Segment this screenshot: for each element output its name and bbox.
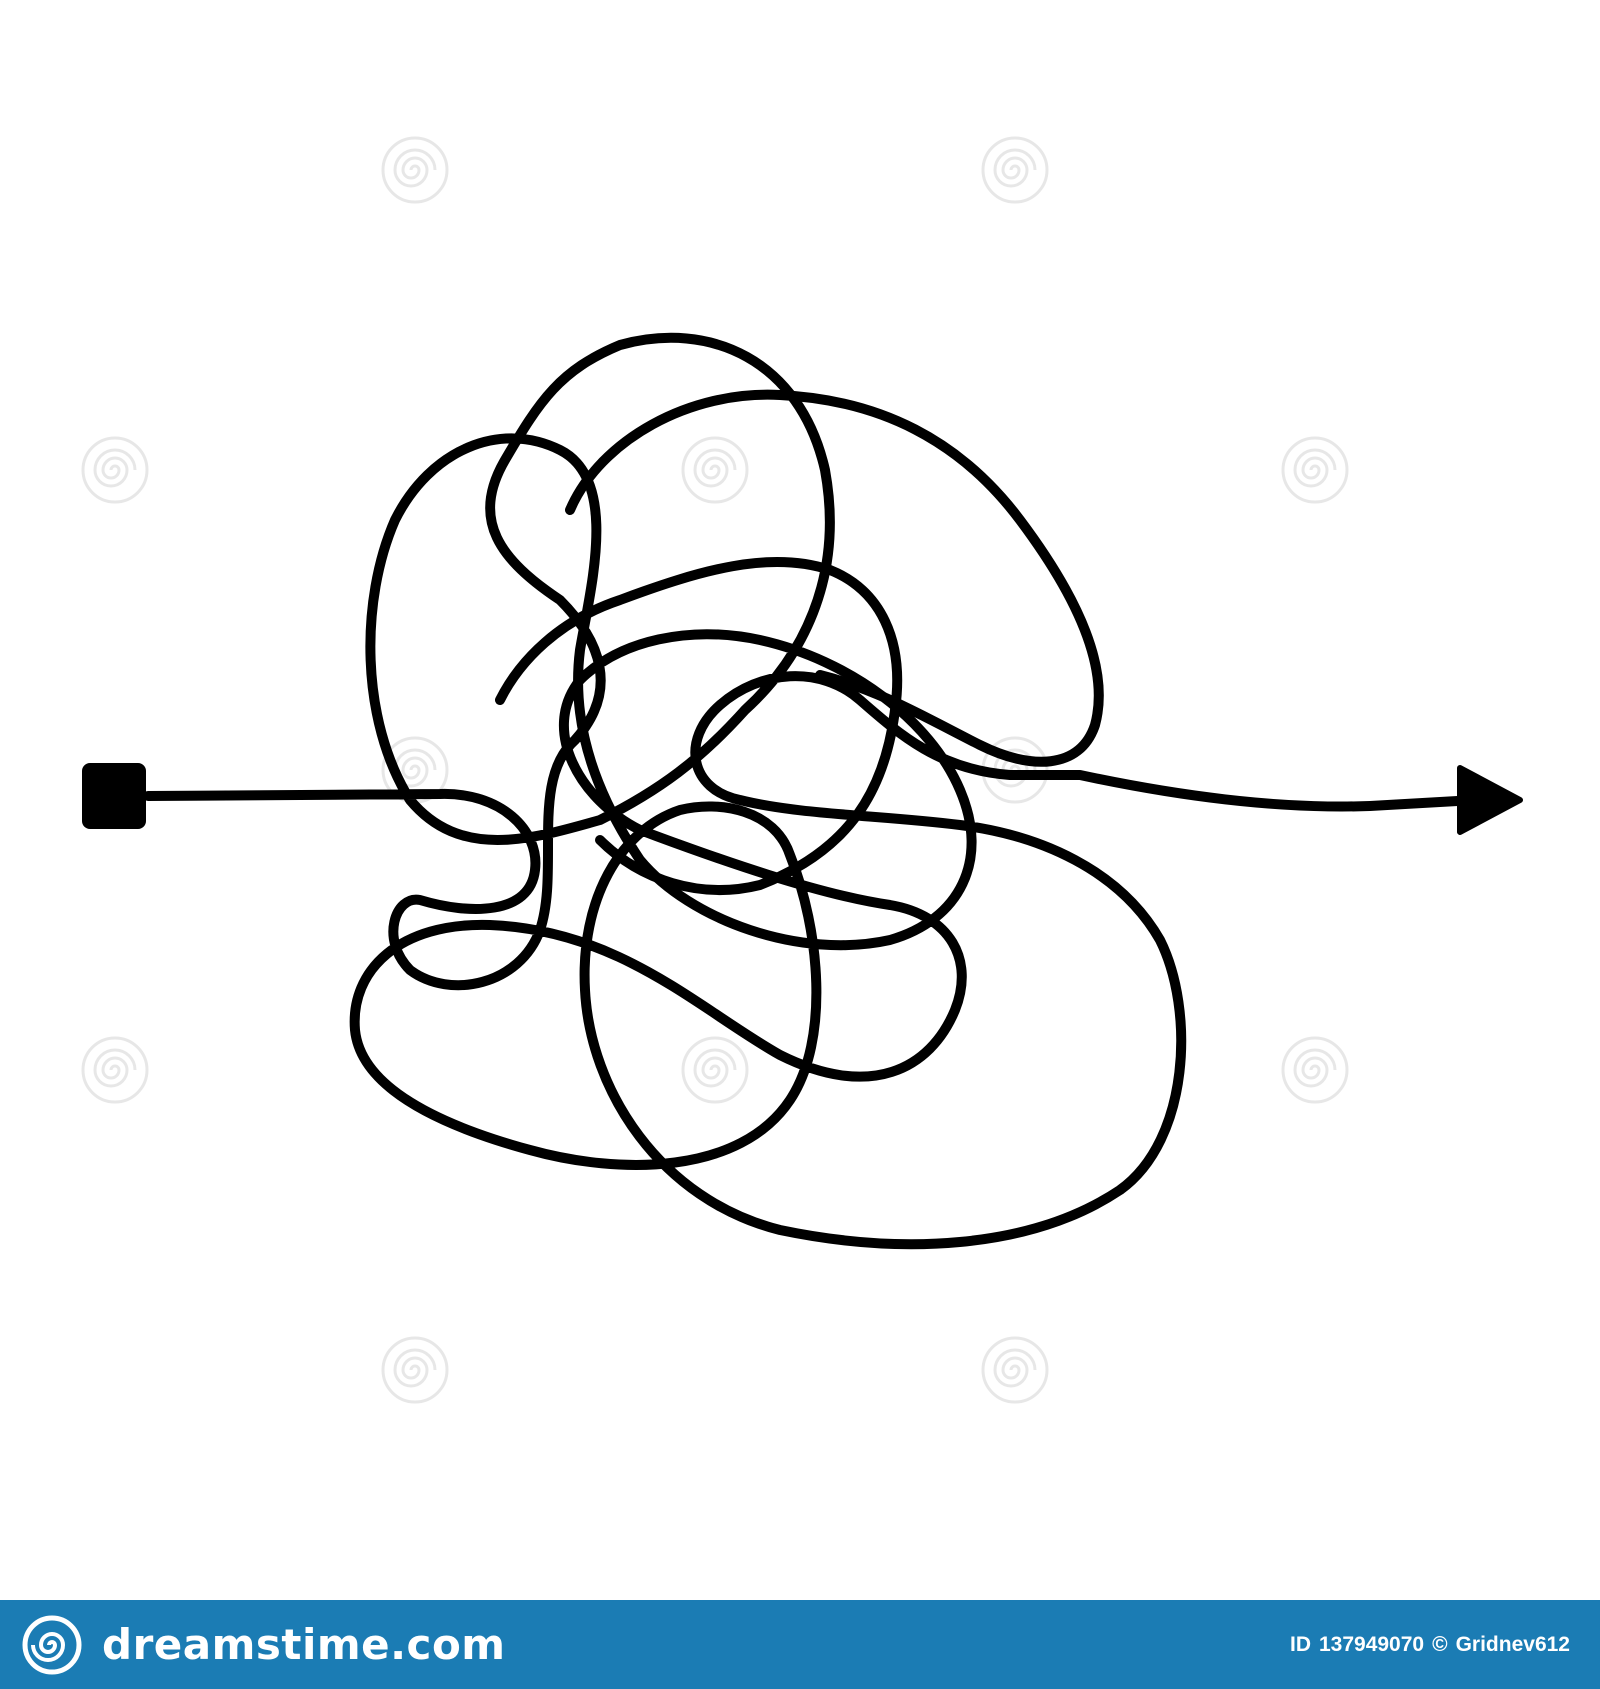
id-value: 137949070 <box>1318 1632 1425 1656</box>
watermark-swirls <box>81 136 1349 1404</box>
watermark-swirl-icon <box>1281 436 1349 504</box>
watermark-swirl-icon <box>81 1036 149 1104</box>
author-name: Gridnev612 <box>1455 1632 1570 1656</box>
image-credit: ID 137949070 © Gridnev612 <box>1290 1633 1570 1657</box>
watermark-swirl-icon <box>1281 1036 1349 1104</box>
watermark-swirl-icon <box>81 436 149 504</box>
watermark-swirl-icon <box>981 136 1049 204</box>
id-label: ID <box>1289 1632 1311 1656</box>
watermark-swirl-icon <box>381 136 449 204</box>
triangle-arrowhead-icon <box>1457 765 1523 835</box>
watermark-swirl-icon <box>381 1336 449 1404</box>
footer-banner: dreamstime.com ID 137949070 © Gridnev612 <box>0 1600 1600 1689</box>
watermark-swirl-icon <box>681 436 749 504</box>
tangled-line <box>143 332 1480 1250</box>
tangled-path-illustration <box>81 136 1523 1404</box>
watermark-swirl-icon <box>981 1336 1049 1404</box>
watermark-swirl-icon <box>681 1036 749 1104</box>
copyright-symbol: © <box>1432 1632 1448 1656</box>
spiral-swirl-icon <box>22 1615 82 1674</box>
brand-logo-text: dreamstime.com <box>102 1620 506 1669</box>
square-start-icon <box>82 763 146 829</box>
